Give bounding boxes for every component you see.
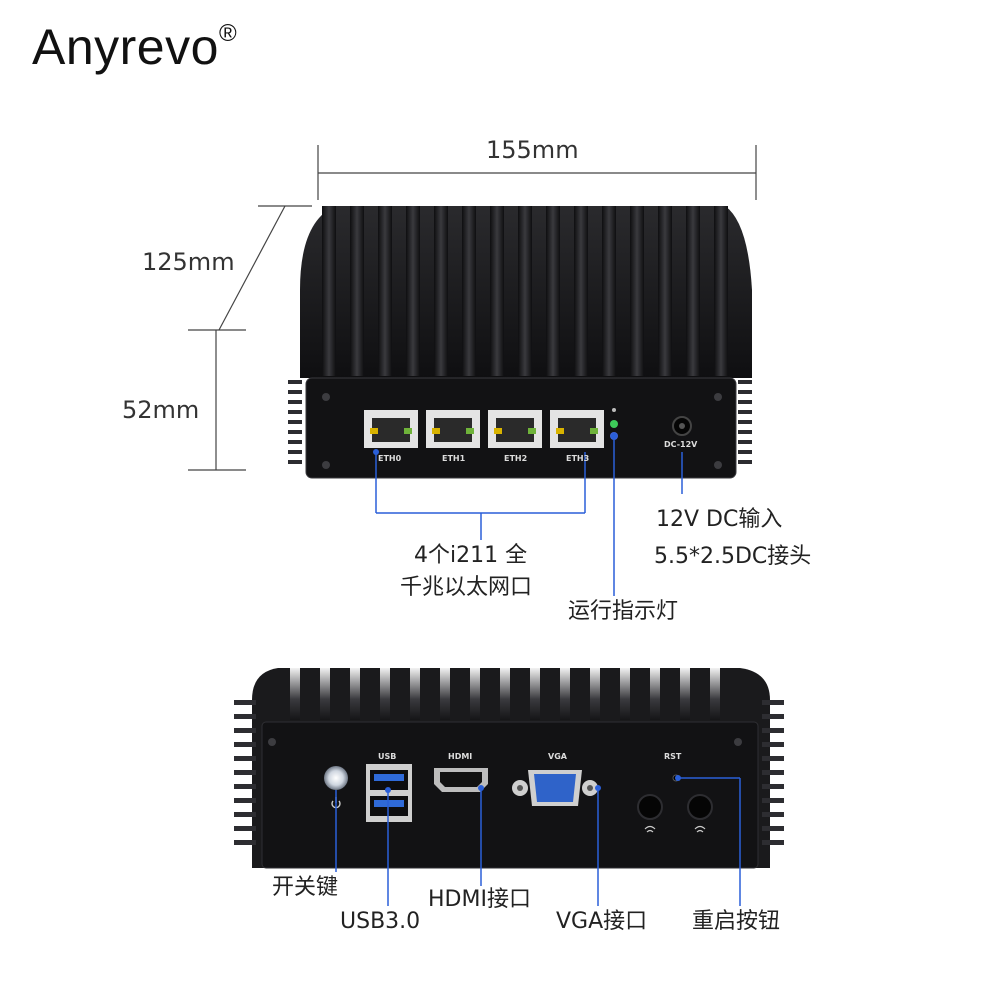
vga-label: VGA <box>548 752 567 761</box>
rj45-port-2 <box>488 410 542 448</box>
power-button <box>324 766 348 790</box>
power-key-callout: 开关键 <box>272 875 339 900</box>
hdmi-callout: HDMI接口 <box>428 887 531 912</box>
port-label-eth1: ETH1 <box>442 454 466 463</box>
back-device <box>234 668 784 869</box>
registered-mark: ® <box>218 20 238 47</box>
ethernet-callout-line2: 千兆以太网口 <box>400 575 533 600</box>
port-label-eth3: ETH3 <box>566 454 590 463</box>
ethernet-ports <box>364 410 604 448</box>
ethernet-callout-line1: 4个i211 全 <box>414 543 528 568</box>
vga-callout: VGA接口 <box>556 909 648 934</box>
dc-callout-line2: 5.5*2.5DC接头 <box>654 544 812 569</box>
usb3-callout: USB3.0 <box>340 909 421 934</box>
dc-callout-line1: 12V DC输入 <box>656 507 783 532</box>
reset-callout: 重启按钮 <box>692 909 781 934</box>
width-dimension: 155mm <box>486 136 579 164</box>
height-dimension: 52mm <box>122 396 200 424</box>
port-label-eth0: ETH0 <box>378 454 402 463</box>
depth-dimension: 125mm <box>142 248 235 276</box>
front-callout-lines <box>375 436 683 596</box>
front-device <box>288 206 752 479</box>
brand-name: Anyrevo <box>32 19 219 75</box>
vga-port <box>512 770 598 806</box>
hdmi-label: HDMI <box>448 752 473 761</box>
rj45-port-0 <box>364 410 418 448</box>
indicator-callout: 运行指示灯 <box>568 599 679 624</box>
brand-logo: Anyrevo® <box>32 18 237 76</box>
dimension-lines <box>188 145 757 471</box>
dc-12v-label: DC-12V <box>664 440 698 449</box>
usb-ports <box>366 764 412 822</box>
rj45-port-1 <box>426 410 480 448</box>
usb-label: USB <box>378 752 397 761</box>
led-status-1 <box>610 420 618 428</box>
hdmi-port <box>434 768 488 792</box>
back-callout-lines <box>335 777 741 906</box>
rst-label: RST <box>664 752 682 761</box>
port-label-eth2: ETH2 <box>504 454 528 463</box>
antenna-2 <box>687 794 713 820</box>
rj45-port-3 <box>550 410 604 448</box>
antenna-1 <box>637 794 663 820</box>
